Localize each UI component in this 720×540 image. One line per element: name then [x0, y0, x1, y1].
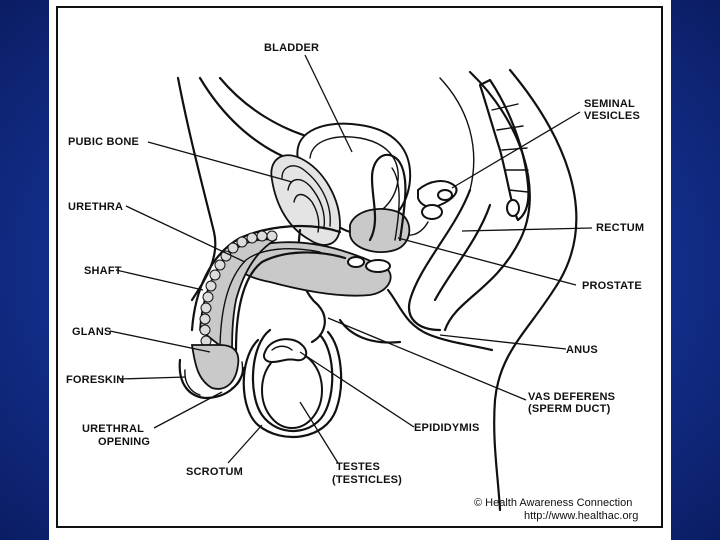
peritoneum-curve	[198, 76, 302, 165]
penis-shaft	[190, 225, 347, 357]
label-glans: GLANS	[72, 326, 112, 338]
label-urethra: URETHRA	[68, 201, 123, 213]
label-urethral-opening-line2: OPENING	[98, 436, 150, 448]
label-testes-line2: (TESTICLES)	[332, 474, 402, 486]
glans	[178, 344, 246, 400]
credit: © Health Awareness Connection http://www…	[474, 497, 638, 522]
label-epididymis: EPIDIDYMIS	[414, 422, 480, 434]
prostate-shape	[349, 208, 411, 253]
label-rectum: RECTUM	[596, 222, 644, 234]
sacrum	[478, 78, 530, 222]
epididymis-shape	[262, 338, 308, 364]
rectum-wall	[407, 188, 472, 332]
label-anus: ANUS	[566, 344, 598, 356]
label-vas-deferens-line1: VAS DEFERENS	[528, 391, 615, 403]
scrotum	[242, 328, 343, 439]
label-prostate: PROSTATE	[582, 280, 642, 292]
label-testes-line1: TESTES	[336, 461, 380, 473]
diagram-border	[56, 6, 663, 528]
vas-deferens-loop	[368, 153, 407, 242]
small-gland	[347, 256, 365, 268]
label-shaft: SHAFT	[84, 265, 122, 277]
label-scrotum: SCROTUM	[186, 466, 243, 478]
colon-curve	[439, 77, 475, 191]
bladder-inner	[309, 136, 399, 219]
label-seminal-vesicles-line1: SEMINAL	[584, 98, 635, 110]
label-vas-deferens-line2: (SPERM DUCT)	[528, 403, 611, 415]
label-bladder: BLADDER	[264, 42, 319, 54]
rectum-wall-inner	[433, 203, 492, 302]
anatomy-illustration	[176, 68, 578, 512]
perineum-inner	[338, 318, 402, 344]
labels: BLADDER SEMINAL VESICLES PUBIC BONE URET…	[66, 42, 644, 486]
perineum-outline	[386, 288, 494, 352]
testis-shape	[261, 351, 323, 429]
buttock-outline	[493, 68, 578, 512]
seminal-vesicles	[397, 180, 458, 236]
label-seminal-vesicles-line2: VESICLES	[584, 110, 640, 122]
credit-line1: © Health Awareness Connection	[474, 497, 632, 509]
bulbourethral-gland	[365, 259, 391, 273]
label-foreskin: FORESKIN	[66, 374, 124, 386]
label-pubic-bone: PUBIC BONE	[68, 136, 139, 148]
label-urethral-opening-line1: URETHRAL	[82, 423, 144, 435]
peritoneum-curve-inner	[218, 76, 322, 142]
back-outline	[443, 70, 531, 332]
bulb-shape	[226, 241, 392, 297]
pointer-lines	[109, 54, 593, 464]
credit-line2: http://www.healthac.org	[524, 510, 638, 522]
